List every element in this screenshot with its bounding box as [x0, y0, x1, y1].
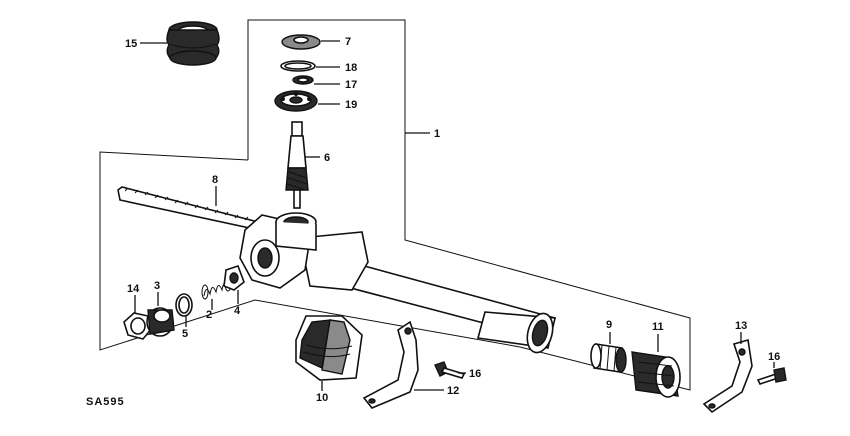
callout-8: 8 — [212, 174, 218, 186]
callout-16-right: 16 — [768, 351, 780, 363]
part-6-pinion-shaft — [285, 121, 309, 209]
part-14-lock-nut — [123, 312, 153, 340]
part-13-clamp-bracket — [702, 338, 753, 414]
part-16-bolt-right — [756, 367, 787, 385]
part-1-rack-housing — [239, 212, 557, 354]
part-7-washer — [281, 34, 321, 50]
callout-19: 19 — [345, 99, 357, 111]
part-3-adjusting-screw — [146, 307, 175, 337]
callout-13: 13 — [735, 320, 747, 332]
callout-2: 2 — [206, 309, 212, 321]
part-4-rack-guide — [223, 264, 245, 291]
callout-14: 14 — [127, 283, 140, 295]
diagram-code: SA595 — [86, 396, 125, 408]
callout-11: 11 — [652, 321, 664, 333]
part-15-boot — [166, 21, 220, 66]
callout-10: 10 — [316, 392, 328, 404]
callout-1: 1 — [434, 128, 440, 140]
callout-5: 5 — [182, 328, 188, 340]
callout-15: 15 — [125, 38, 137, 50]
part-12-bracket — [362, 320, 419, 409]
part-18-snap-ring — [280, 60, 316, 72]
part-10-grommet — [295, 315, 363, 381]
part-16-bolt-left — [434, 361, 466, 379]
callout-18: 18 — [345, 62, 357, 74]
part-19-bearing — [274, 90, 318, 112]
callout-16-left: 16 — [469, 368, 481, 380]
part-8-rack — [117, 186, 271, 233]
assembly-boundary — [99, 19, 691, 391]
callout-12: 12 — [447, 385, 459, 397]
callout-7: 7 — [345, 36, 351, 48]
callout-3: 3 — [154, 280, 160, 292]
callout-17: 17 — [345, 79, 357, 91]
callout-9: 9 — [606, 319, 612, 331]
callout-4: 4 — [234, 305, 241, 317]
callout-6: 6 — [324, 152, 330, 164]
part-5-o-ring — [175, 293, 193, 317]
part-11-mount-bushing — [631, 351, 681, 398]
part-17-o-ring — [292, 75, 314, 85]
part-9-bushing — [590, 343, 627, 373]
